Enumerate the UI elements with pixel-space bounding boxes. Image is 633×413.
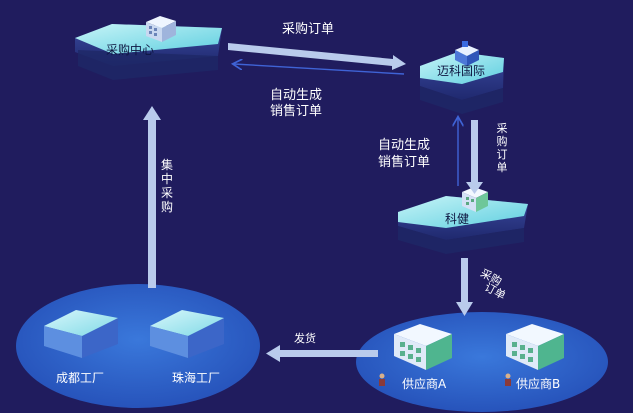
kejian-label: 科健 [445,212,470,226]
procurement-center-label: 采购中心 [106,43,155,57]
supplier-b-building-icon [506,324,564,370]
office-building-icon [455,41,479,66]
ship-label: 发货 [294,332,316,345]
chengdu-factory-label: 成都工厂 [56,371,105,385]
mid-auto-label-line1: 自动生成 [378,138,431,153]
top-auto-label-line2: 销售订单 [270,104,323,119]
supplier-b-label: 供应商B [516,377,561,391]
mid-auto-label-line2: 销售订单 [378,155,431,170]
supplier-a-label: 供应商A [402,377,447,391]
top-order-label: 采购订单 [282,22,335,37]
supplier-order-arrow [456,258,473,316]
ship-arrow [266,345,378,362]
top-auto-label-line1: 自动生成 [270,88,323,103]
supplier-b-person-icon [505,373,511,386]
top-order-arrow [228,43,406,70]
auto-sales-order-arrow-top [234,64,405,75]
centralized-purchase-arrow [143,106,161,288]
zhuhai-factory-box [150,310,224,358]
building-icon [146,16,176,42]
supplier-a-person-icon [379,373,385,386]
zhuhai-factory-label: 珠海工厂 [172,371,221,385]
supplier-group-ellipse [356,312,608,412]
kejian-platform [398,196,528,254]
procurement-center-platform [75,24,222,80]
right-order-arrow [466,120,483,194]
right-order-label: 采购订单 [496,122,508,174]
supplier-a-building-icon [394,324,452,370]
centralized-purchase-label: 集中采购 [160,158,173,214]
chengdu-factory-box [44,310,118,358]
maike-platform [420,52,504,114]
maike-label: 迈科国际 [437,64,486,78]
